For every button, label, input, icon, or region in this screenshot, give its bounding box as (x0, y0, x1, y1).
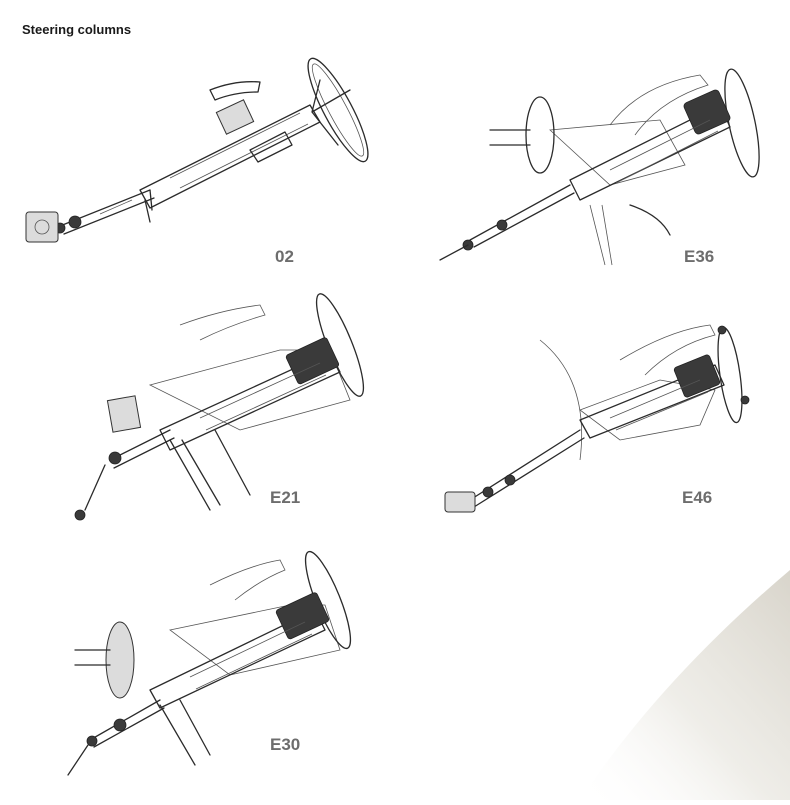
steering-column-illustration-e46 (440, 320, 770, 520)
steering-column-illustration-e30 (50, 550, 380, 785)
steering-column-illustration-e36 (430, 65, 770, 275)
page-title: Steering columns (22, 22, 132, 37)
figure-caption-e46: E46 (682, 488, 713, 507)
figure-caption-02: 02 (275, 247, 294, 266)
steering-column-illustration-e21 (60, 290, 380, 530)
steering-column-illustration-02 (20, 50, 370, 260)
figure-caption-e21: E21 (270, 488, 301, 507)
figure-caption-e30: E30 (270, 735, 301, 754)
page-fold-shadow (520, 560, 790, 800)
figure-caption-e36: E36 (684, 247, 715, 266)
